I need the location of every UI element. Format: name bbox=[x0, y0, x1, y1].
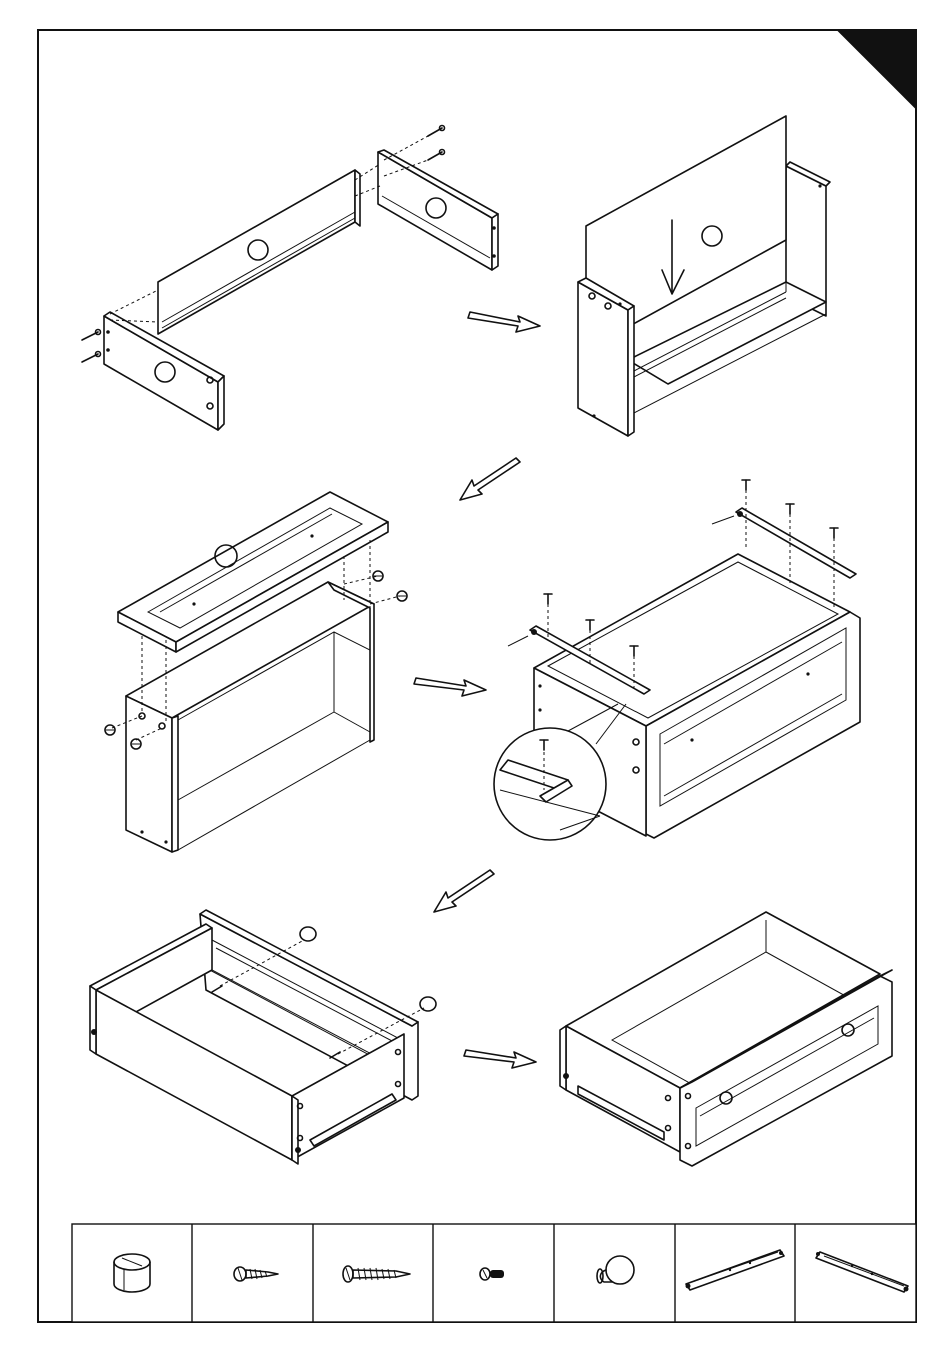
step-5-attach-knobs bbox=[90, 910, 436, 1164]
arrow-right-icon bbox=[464, 1050, 536, 1068]
arrow-down-left-icon bbox=[434, 870, 494, 912]
arrow-right-icon bbox=[468, 312, 540, 332]
hardware-legend bbox=[72, 1224, 916, 1322]
step-6-finished-drawer bbox=[560, 912, 892, 1166]
step-2-insert-bottom-panel bbox=[578, 116, 830, 436]
step-4-attach-drawer-slides bbox=[494, 480, 860, 840]
step-3-attach-front-with-cam-locks bbox=[105, 492, 407, 852]
arrow-right-icon bbox=[414, 678, 486, 696]
arrow-down-left-icon bbox=[460, 458, 520, 500]
step-1-side-panels-and-back-rail bbox=[82, 126, 498, 431]
